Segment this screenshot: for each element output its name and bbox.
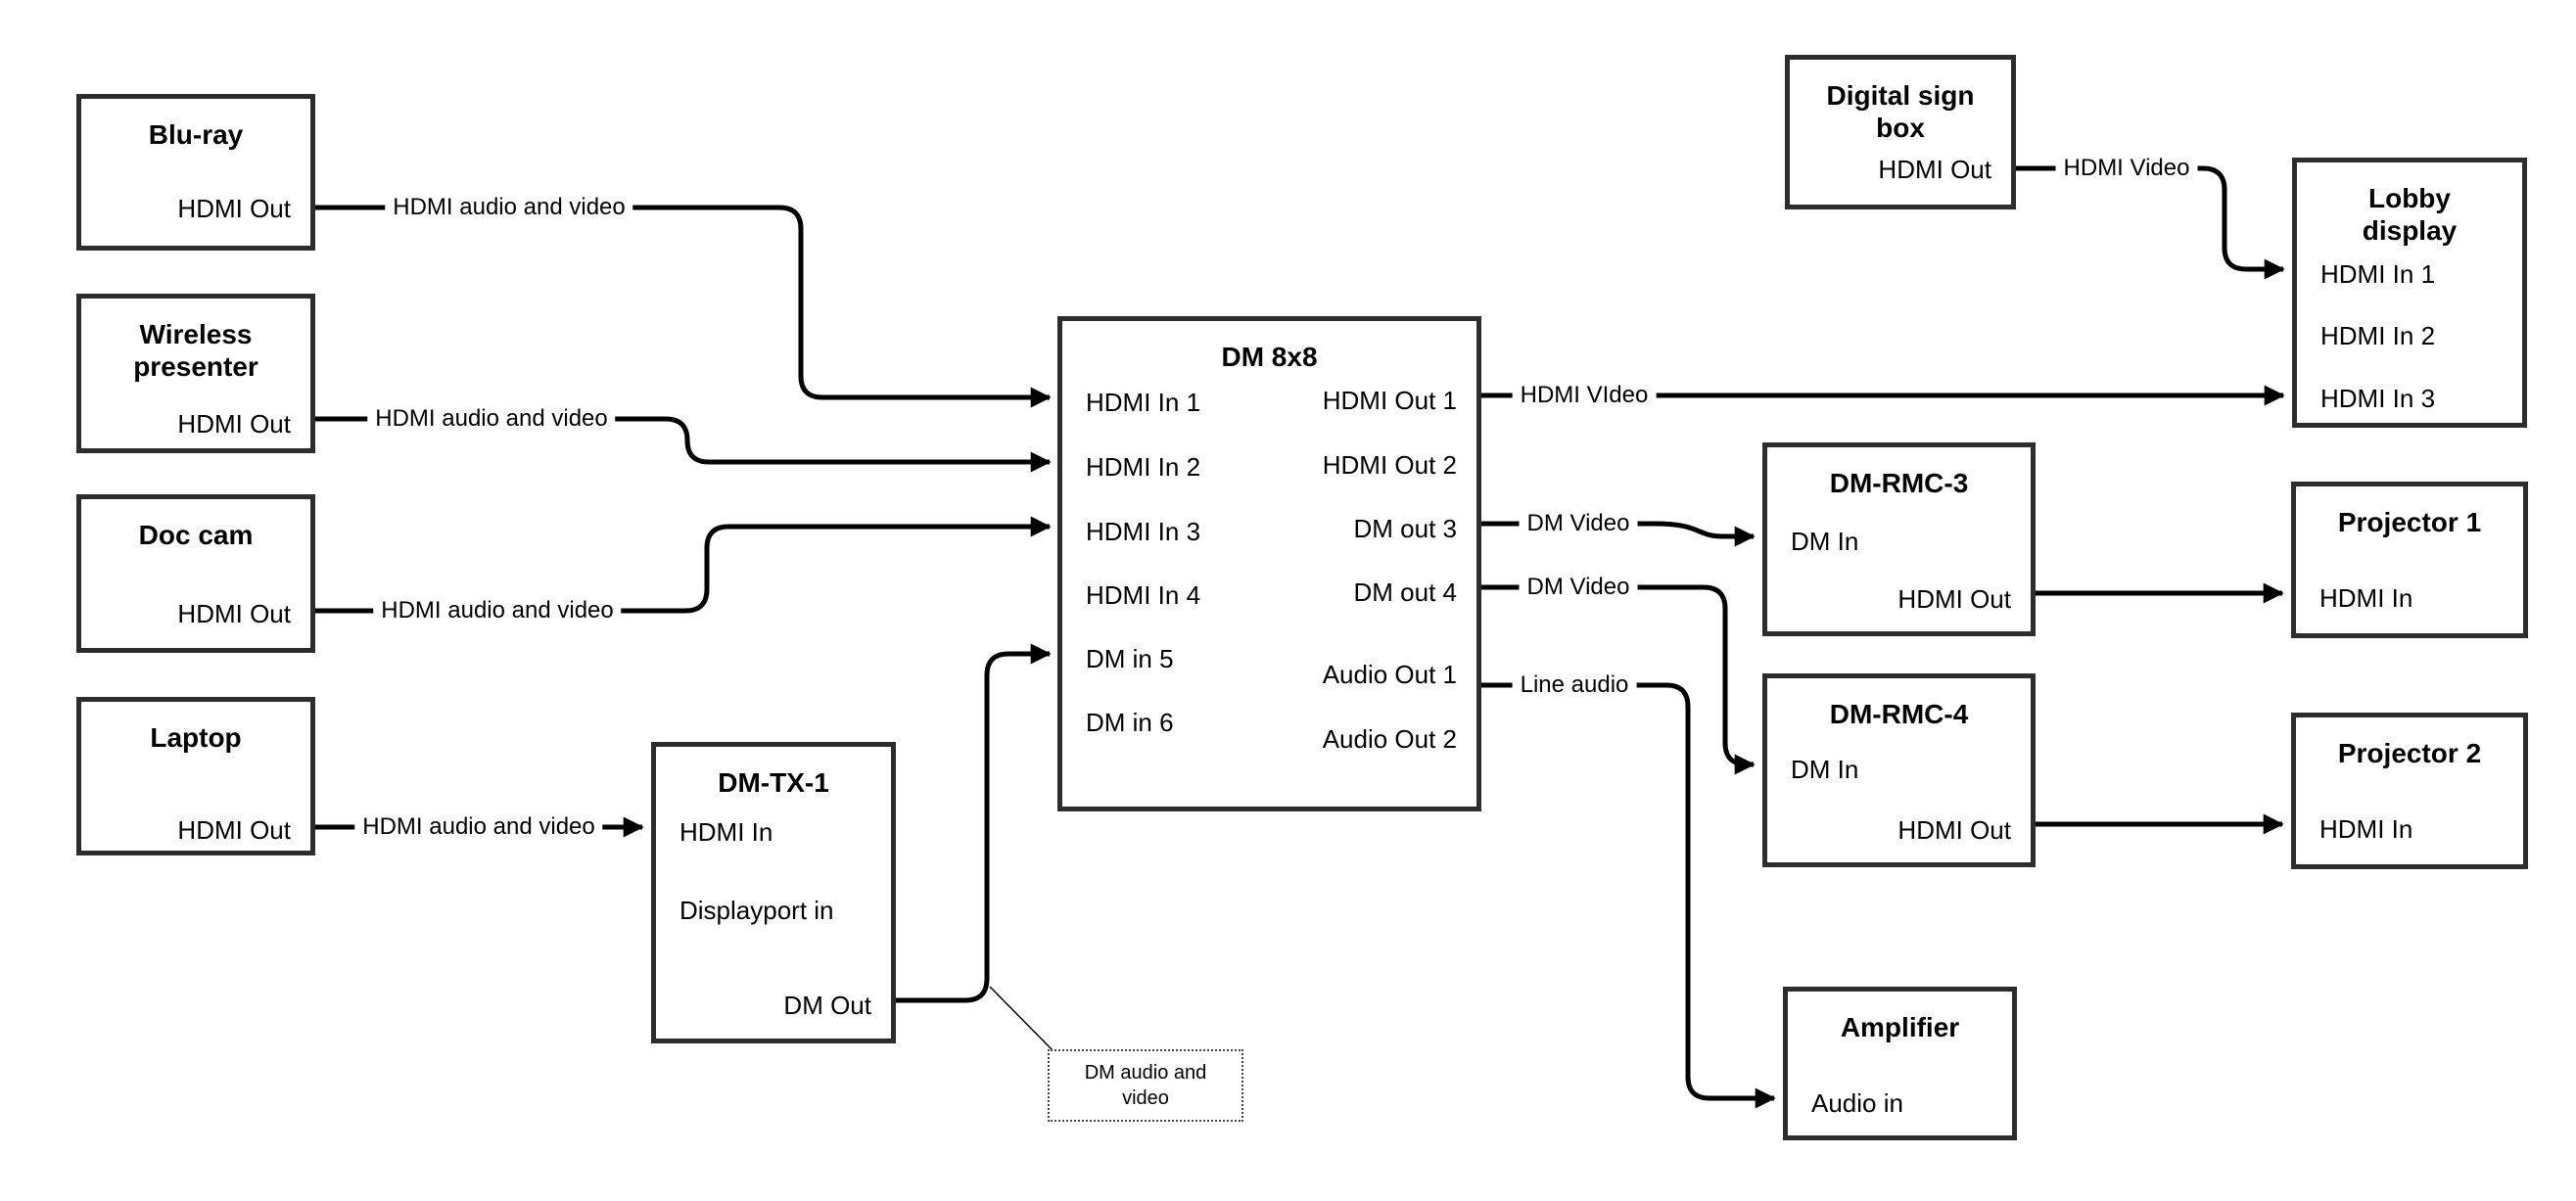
port-dmtx1-dm-out: DM Out — [783, 991, 871, 1020]
port-digitalsign-hdmi-out: HDMI Out — [1878, 155, 1991, 184]
node-bluray-title: Blu-ray — [148, 119, 244, 150]
node-dm-rmc-4-title: DM-RMC-4 — [1829, 699, 1969, 729]
node-dm-8x8: DM 8x8 HDMI In 1 HDMI In 2 HDMI In 3 HDM… — [1057, 316, 1481, 811]
node-bluray: Blu-ray HDMI Out — [76, 94, 315, 251]
edge-digitalsign-to-lobby — [2014, 165, 2285, 280]
port-bluray-hdmi-out: HDMI Out — [177, 194, 291, 223]
port-wireless-hdmi-out: HDMI Out — [177, 409, 291, 439]
edge-wireless-to-dm8x8 — [315, 416, 1052, 473]
edge-label-hdmi-out-1: HDMI VIdeo — [1512, 381, 1657, 410]
node-projector-1-title: Projector 1 — [2337, 507, 2482, 537]
port-dm8x8-hdmi-out-1: HDMI Out 1 — [1322, 386, 1457, 415]
port-dm8x8-hdmi-in-1: HDMI In 1 — [1086, 388, 1201, 417]
edge-doccam-to-dm8x8 — [315, 516, 1052, 614]
node-lobby-display: Lobby display HDMI In 1 HDMI In 2 HDMI I… — [2292, 158, 2527, 428]
port-amplifier-audio-in: Audio in — [1811, 1088, 1903, 1118]
edge-label-bluray: HDMI audio and video — [385, 193, 633, 222]
edge-label-digital-sign: HDMI Video — [2055, 154, 2198, 183]
port-projector2-hdmi-in: HDMI In — [2319, 814, 2413, 844]
port-doccam-hdmi-out: HDMI Out — [177, 599, 291, 628]
edge-label-line-audio: Line audio — [1512, 670, 1637, 700]
port-dm8x8-hdmi-in-4: HDMI In 4 — [1086, 580, 1201, 610]
node-dm-tx-1: DM-TX-1 HDMI In Displayport in DM Out — [651, 742, 896, 1043]
port-dm8x8-hdmi-in-3: HDMI In 3 — [1086, 517, 1201, 546]
node-projector-2-title: Projector 2 — [2337, 738, 2482, 768]
edge-dm8x8-to-dmrmc4 — [1480, 584, 1756, 775]
edge-label-dm-out-3: DM Video — [1519, 509, 1638, 538]
port-dm8x8-hdmi-in-2: HDMI In 2 — [1086, 452, 1201, 482]
port-lobby-hdmi-in-1: HDMI In 1 — [2320, 259, 2436, 289]
edge-dmtx1-to-dm8x8 — [894, 643, 1052, 1003]
edge-dm8x8-to-dmrmc3 — [1480, 521, 1756, 547]
edge-label-doccam: HDMI audio and video — [373, 596, 622, 625]
port-laptop-hdmi-out: HDMI Out — [177, 815, 291, 845]
node-laptop: Laptop HDMI Out — [76, 697, 315, 855]
port-dm8x8-dm-out-3: DM out 3 — [1353, 514, 1458, 543]
port-dmtx1-hdmi-in: HDMI In — [679, 817, 773, 847]
port-lobby-hdmi-in-3: HDMI In 3 — [2320, 384, 2436, 413]
port-dm8x8-dm-in-6: DM in 6 — [1086, 708, 1174, 737]
node-dm-tx-1-title: DM-TX-1 — [718, 767, 829, 798]
node-digital-sign-box: Digital sign box HDMI Out — [1785, 55, 2016, 209]
node-lobby-display-title: Lobby display — [2362, 183, 2458, 246]
port-dm8x8-dm-in-5: DM in 5 — [1086, 644, 1174, 673]
node-dm-rmc-3: DM-RMC-3 DM In HDMI Out — [1762, 442, 2036, 636]
port-lobby-hdmi-in-2: HDMI In 2 — [2320, 321, 2436, 350]
port-dmtx1-displayport-in: Displayport in — [679, 896, 834, 925]
edge-label-wireless: HDMI audio and video — [367, 404, 616, 434]
node-laptop-title: Laptop — [150, 722, 242, 753]
port-dm8x8-hdmi-out-2: HDMI Out 2 — [1322, 450, 1457, 480]
node-projector-2: Projector 2 HDMI In — [2291, 713, 2528, 869]
port-dmrmc3-dm-in: DM In — [1791, 527, 1859, 556]
node-doc-cam: Doc cam HDMI Out — [76, 494, 315, 653]
port-dmrmc3-hdmi-out: HDMI Out — [1897, 584, 2011, 614]
edge-bluray-to-dm8x8 — [315, 205, 1052, 408]
node-digital-sign-box-title: Digital sign box — [1826, 80, 1975, 143]
annotation-callout-line — [989, 986, 1056, 1054]
node-doc-cam-title: Doc cam — [138, 520, 254, 550]
edge-dm8x8-to-amplifier — [1480, 682, 1776, 1109]
node-dm-rmc-3-title: DM-RMC-3 — [1829, 468, 1969, 498]
port-dm8x8-dm-out-4: DM out 4 — [1353, 577, 1458, 607]
port-dm8x8-audio-out-2: Audio Out 2 — [1322, 724, 1457, 754]
edge-label-laptop: HDMI audio and video — [354, 812, 603, 842]
node-wireless-presenter: Wireless presenter HDMI Out — [76, 294, 315, 453]
port-dmrmc4-dm-in: DM In — [1791, 755, 1859, 784]
port-dmrmc4-hdmi-out: HDMI Out — [1897, 815, 2011, 845]
port-projector1-hdmi-in: HDMI In — [2319, 583, 2413, 613]
node-wireless-presenter-title: Wireless presenter — [133, 319, 258, 382]
node-dm-8x8-title: DM 8x8 — [1221, 342, 1318, 372]
annotation-dm-audio-and-video: DM audio and video — [1048, 1049, 1243, 1122]
node-projector-1: Projector 1 HDMI In — [2291, 482, 2528, 638]
edge-label-dm-out-4: DM Video — [1519, 573, 1638, 602]
node-amplifier: Amplifier Audio in — [1783, 987, 2017, 1140]
node-dm-rmc-4: DM-RMC-4 DM In HDMI Out — [1762, 673, 2036, 867]
port-dm8x8-audio-out-1: Audio Out 1 — [1322, 660, 1457, 689]
node-amplifier-title: Amplifier — [1840, 1012, 1960, 1042]
